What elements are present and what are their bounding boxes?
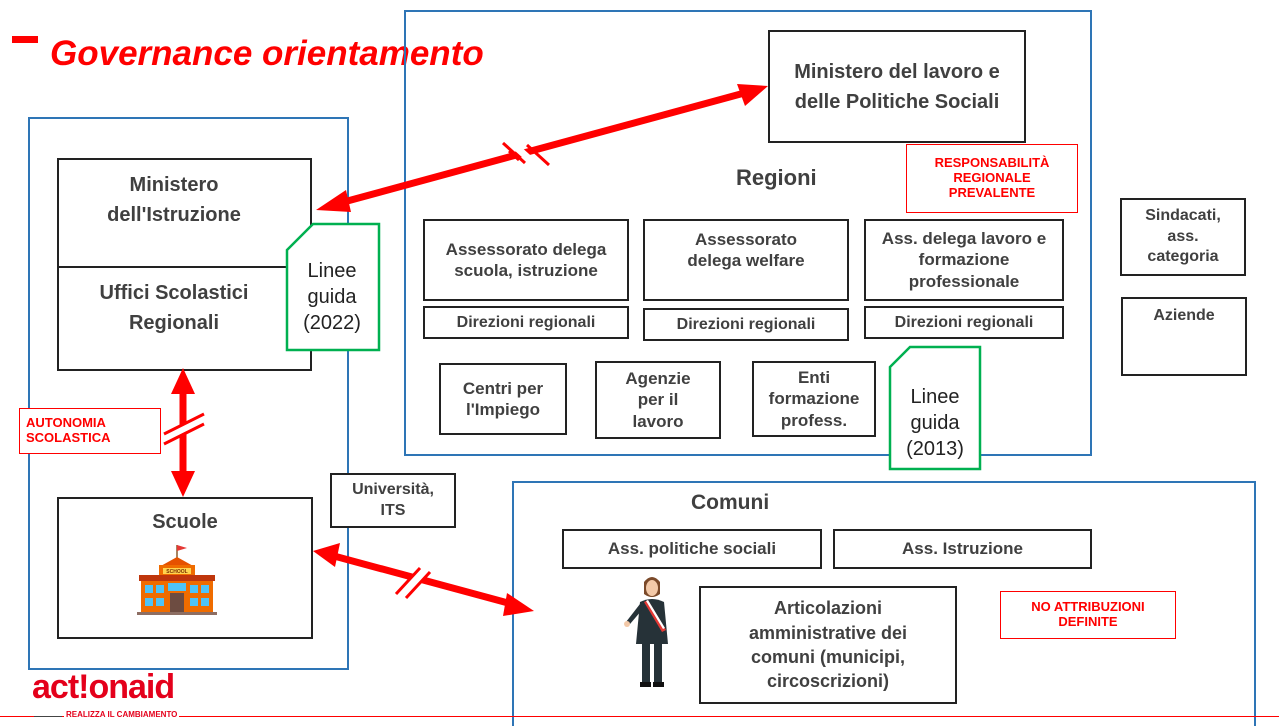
logo-tagline-rule	[34, 716, 62, 717]
ministero-istruzione-label: Ministero dell'Istruzione	[107, 174, 241, 226]
scuole-box: Scuole SCHOOL	[57, 497, 313, 639]
aziende-box: Aziende	[1121, 297, 1247, 376]
universita-box: Università, ITS	[330, 473, 456, 528]
direzioni-regionali-3: Direzioni regionali	[864, 306, 1064, 339]
articolazioni-box: Articolazioni amministrative dei comuni …	[699, 586, 957, 704]
assessorato-welfare-box: Assessorato delega welfare	[643, 219, 849, 301]
centri-impiego-box: Centri per l'Impiego	[439, 363, 567, 435]
linee-guida-2013-note	[888, 345, 982, 471]
assessorato-scuola-box: Assessorato delega scuola, istruzione	[423, 219, 629, 301]
school-building-icon: SCHOOL	[137, 545, 217, 615]
ministero-lavoro-label: Ministero del lavoro e delle Politiche S…	[794, 60, 1000, 113]
uffici-scolastici-label: Uffici Scolastici Regionali	[99, 282, 249, 334]
scuole-label: Scuole	[152, 511, 218, 533]
linee-guida-2022-label: Linee guida (2022)	[303, 260, 361, 334]
istruzione-region	[28, 117, 349, 670]
ministero-istruzione-box: Ministero dell'Istruzione Uffici Scolast…	[57, 158, 312, 371]
footer-line	[0, 716, 1279, 717]
regioni-label: Regioni	[736, 165, 817, 190]
ass-politiche-sociali-box: Ass. politiche sociali	[562, 529, 822, 569]
agenzie-lavoro-box: Agenzie per il lavoro	[595, 361, 721, 439]
page-title: Governance orientamento	[50, 34, 484, 73]
sindacati-box: Sindacati, ass. categoria	[1120, 198, 1246, 276]
comuni-label: Comuni	[691, 491, 770, 514]
autonomia-badge: AUTONOMIA SCOLASTICA	[19, 408, 161, 454]
arrow-ministeri	[316, 84, 768, 212]
arrow-scuole-comuni	[313, 543, 534, 616]
ministero-lavoro-box: Ministero del lavoro e delle Politiche S…	[768, 30, 1026, 143]
linee-guida-2022-note	[285, 222, 381, 352]
ass-istruzione-box: Ass. Istruzione	[833, 529, 1092, 569]
direzioni-regionali-2: Direzioni regionali	[643, 308, 849, 341]
enti-formazione-box: Enti formazione profess.	[752, 361, 876, 437]
regioni-top-line	[404, 10, 1092, 12]
no-attribuzioni-badge: NO ATTRIBUZIONI DEFINITE	[1000, 591, 1176, 639]
school-sign: SCHOOL	[166, 569, 187, 575]
arrow-autonomia	[163, 368, 205, 497]
title-dash	[12, 36, 38, 43]
mayor-figure-icon	[624, 577, 668, 687]
direzioni-regionali-1: Direzioni regionali	[423, 306, 629, 339]
divider	[59, 266, 310, 268]
regioni-region	[404, 10, 1092, 456]
actionaid-logo: act!onaid	[32, 668, 175, 706]
assessorato-lavoro-box: Ass. delega lavoro e formazione professi…	[864, 219, 1064, 301]
logo-tagline: REALIZZA IL CAMBIAMENTO	[64, 710, 180, 719]
linee-guida-2013-label: Linee guida (2013)	[906, 386, 964, 460]
responsabilita-badge: RESPONSABILITÀ REGIONALE PREVALENTE	[906, 144, 1078, 213]
